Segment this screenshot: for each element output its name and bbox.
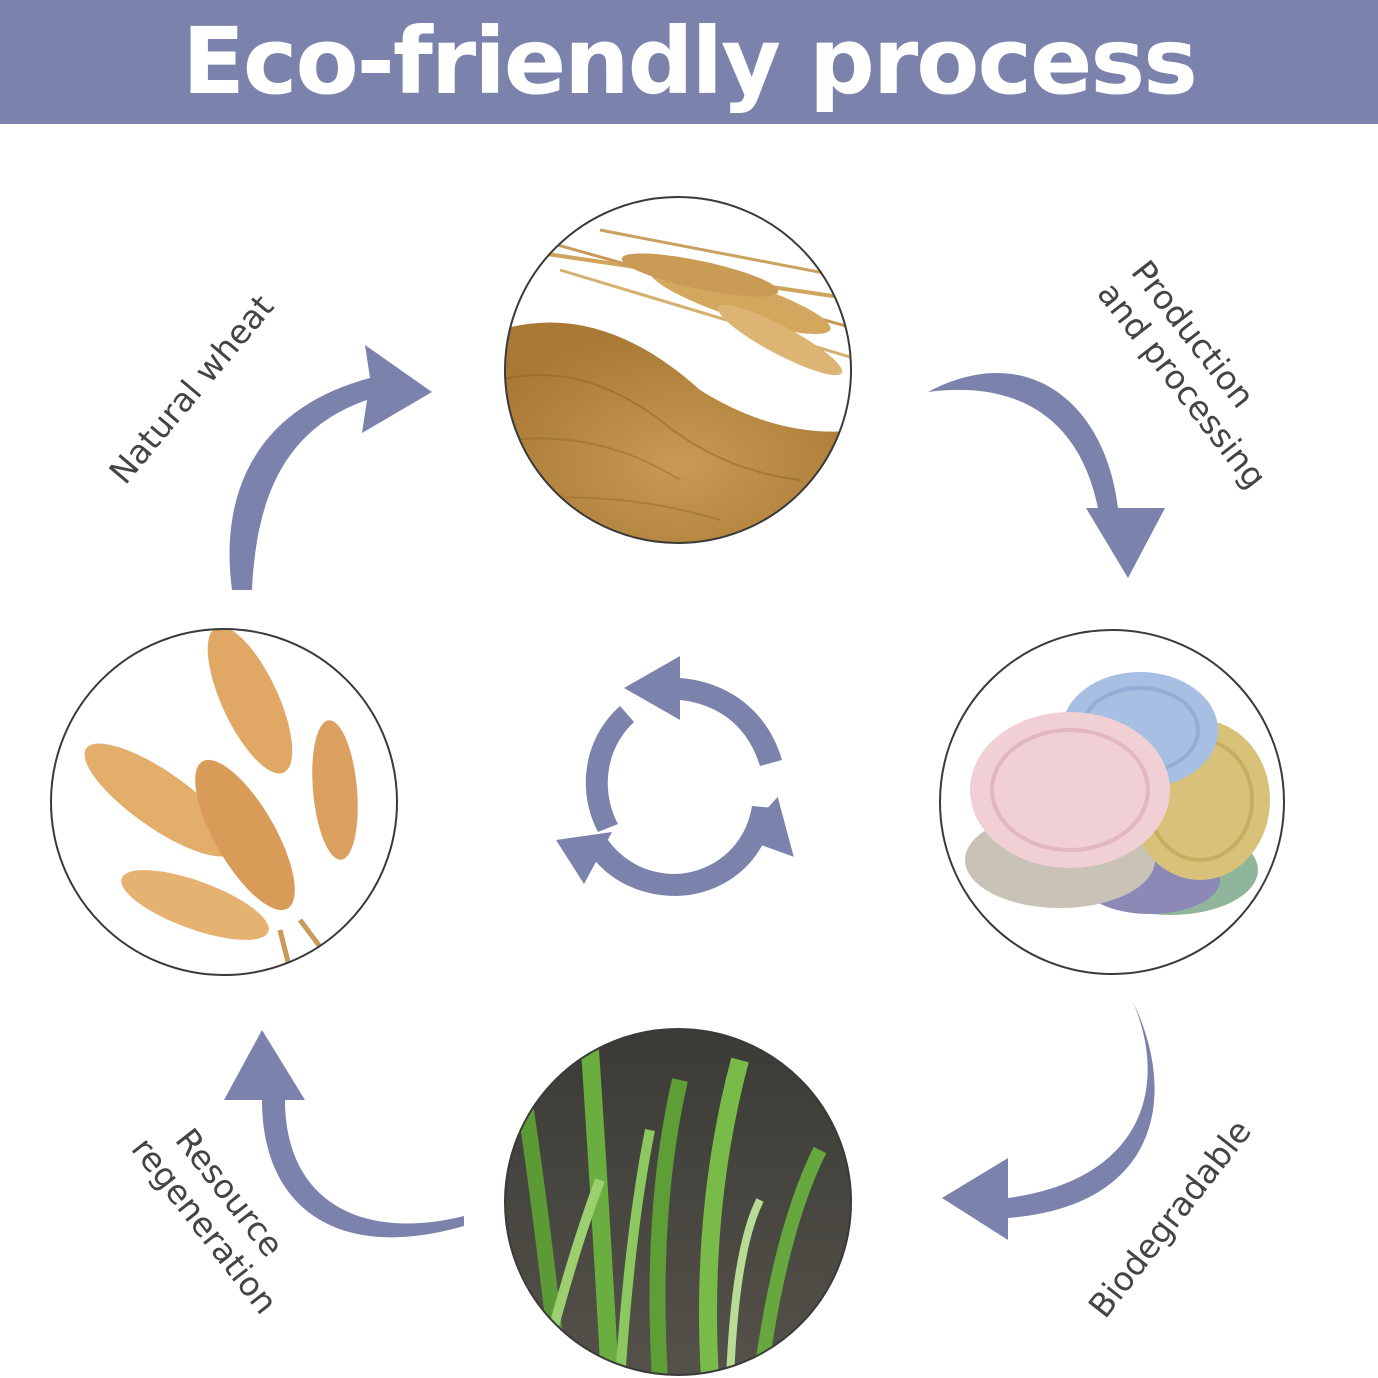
wheat-grain-pile-photo <box>504 196 852 544</box>
curved-arrow-icon <box>928 373 1165 578</box>
wheat-ears-photo <box>50 628 398 976</box>
curved-arrow-icon <box>224 1030 464 1238</box>
green-wheat-sprouts-photo <box>504 1028 852 1376</box>
label-biodegradable: Biodegradable <box>1081 1112 1259 1325</box>
title-banner <box>0 0 1378 124</box>
page-title: Eco-friendly process <box>182 8 1198 115</box>
curved-arrow-icon <box>229 345 432 590</box>
recycle-arrows-icon <box>556 656 794 896</box>
wheat-straw-plates-photo <box>939 629 1285 975</box>
curved-arrow-icon <box>942 1002 1155 1240</box>
